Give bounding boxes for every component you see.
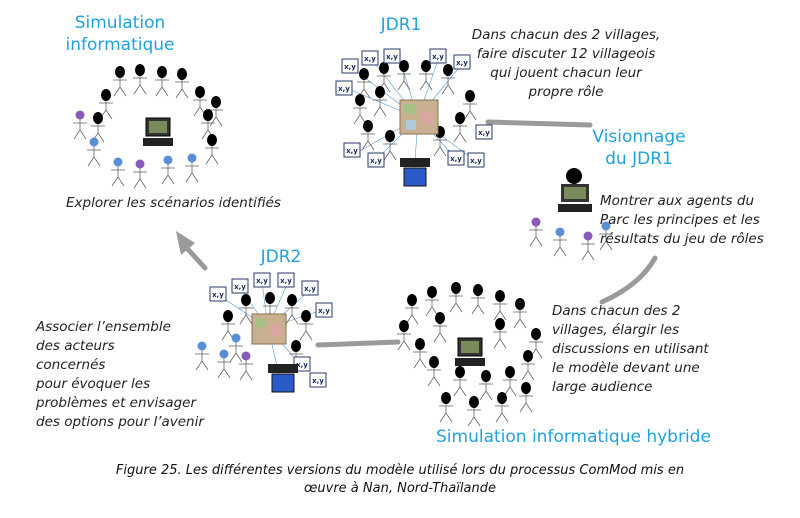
card-label: x,y xyxy=(318,307,330,315)
agent-heads xyxy=(531,217,611,241)
card-label: x,y xyxy=(432,53,444,61)
map-board xyxy=(399,99,439,135)
card-label: x,y xyxy=(370,157,382,165)
description-line: faire discuter 12 villageois xyxy=(476,46,656,62)
title-line: informatique xyxy=(65,35,175,55)
xy-cards: x,y x,y x,y x,y x,y x,y x,y x,y x,y x,y x,y xyxy=(335,48,493,168)
description-line: propre rôle xyxy=(528,84,604,100)
description-line: problèmes et envisager xyxy=(36,395,197,411)
arrow-jdr1-to-visionnage xyxy=(485,119,593,128)
computer-icon xyxy=(455,337,485,366)
card-label: x,y xyxy=(386,53,398,61)
villager-heads xyxy=(223,292,311,352)
title-jdr1: JDR1 xyxy=(380,15,422,35)
description-line: des acteurs xyxy=(36,338,115,354)
description-line: Dans chacun des 2 villages, xyxy=(471,27,661,43)
title-line: Visionnage xyxy=(592,127,686,147)
arrowhead-icon xyxy=(176,231,195,255)
villager-heads xyxy=(93,64,221,146)
description-line: discussions en utilisant xyxy=(552,341,709,357)
agent-heads xyxy=(75,110,197,169)
card-label: x,y xyxy=(338,85,350,93)
card-label: x,y xyxy=(296,361,308,369)
description-line: Parc les principes et les xyxy=(600,212,760,228)
computer-icon xyxy=(268,364,298,393)
caption-line: œuvre à Nan, Nord-Thaïlande xyxy=(304,481,496,496)
card-label: x,y xyxy=(280,277,292,285)
card-label: x,y xyxy=(470,157,482,165)
card-label: x,y xyxy=(234,283,246,291)
card-label: x,y xyxy=(256,277,268,285)
card-label: x,y xyxy=(450,155,462,163)
card-label: x,y xyxy=(456,59,468,67)
description-line: Montrer aux agents du xyxy=(600,193,755,209)
computer-icon xyxy=(143,117,173,146)
arrow-visionnage-to-hybride xyxy=(599,255,658,305)
card-label: x,y xyxy=(478,129,490,137)
title-line: Simulation xyxy=(74,13,166,33)
description-line: concernés xyxy=(36,357,106,373)
card-label: x,y xyxy=(346,147,358,155)
description-line: qui jouent chacun leur xyxy=(490,65,642,81)
card-label: x,y xyxy=(364,55,376,63)
description-hybride: Dans chacun des 2 villages, élargir les … xyxy=(552,302,709,397)
villager-heads xyxy=(355,60,475,142)
card-label: x,y xyxy=(312,377,324,385)
description-simulation: Explorer les scénarios identifiés xyxy=(66,194,281,213)
description-line: large audience xyxy=(552,379,653,395)
visionnage-cluster xyxy=(528,168,614,261)
description-line: Dans chacun des 2 xyxy=(552,303,681,319)
description-jdr2: Associer l’ensemble des acteurs concerné… xyxy=(36,318,204,432)
agent-heads xyxy=(197,333,251,361)
jdr1-cluster: x,y x,y x,y x,y x,y x,y x,y x,y x,y x,y x,y xyxy=(335,48,493,187)
description-visionnage: Montrer aux agents du Parc les principes… xyxy=(600,192,764,249)
title-jdr2: JDR2 xyxy=(260,247,302,267)
title-line: du JDR1 xyxy=(605,149,673,169)
description-line: Explorer les scénarios identifiés xyxy=(66,195,281,211)
title-simulation-informatique: Simulation informatique xyxy=(60,12,180,56)
description-line: villages, élargir les xyxy=(552,322,680,338)
simulation-informatique-cluster xyxy=(72,64,224,189)
arrow-jdr2-to-simulation xyxy=(182,243,208,271)
villager-heads xyxy=(399,282,541,408)
description-jdr1: Dans chacun des 2 villages, faire discut… xyxy=(466,26,666,102)
hybride-cluster xyxy=(396,282,544,427)
computer-icon xyxy=(558,168,592,212)
title-simulation-hybride: Simulation informatique hybride xyxy=(436,427,711,447)
description-line: pour évoquer les xyxy=(36,376,151,392)
description-line: résultats du jeu de rôles xyxy=(600,231,764,247)
title-visionnage: Visionnage du JDR1 xyxy=(584,126,694,170)
jdr2-cluster: x,y x,y x,y x,y x,y x,y x,y x,y xyxy=(194,272,333,393)
caption-line: Figure 25. Les différentes versions du m… xyxy=(115,463,685,478)
arrow-hybride-to-jdr2 xyxy=(315,339,401,348)
figure-caption: Figure 25. Les différentes versions du m… xyxy=(0,462,800,498)
card-label: x,y xyxy=(304,285,316,293)
card-label: x,y xyxy=(212,291,224,299)
description-line: des options pour l’avenir xyxy=(36,414,204,430)
map-board xyxy=(251,313,287,345)
card-label: x,y xyxy=(344,63,356,71)
xy-cards: x,y x,y x,y x,y x,y x,y x,y x,y xyxy=(209,272,333,388)
description-line: le modèle devant une xyxy=(552,360,700,376)
description-line: Associer l’ensemble xyxy=(36,319,171,335)
computer-icon xyxy=(400,158,430,187)
cycle-arrows xyxy=(176,119,658,348)
